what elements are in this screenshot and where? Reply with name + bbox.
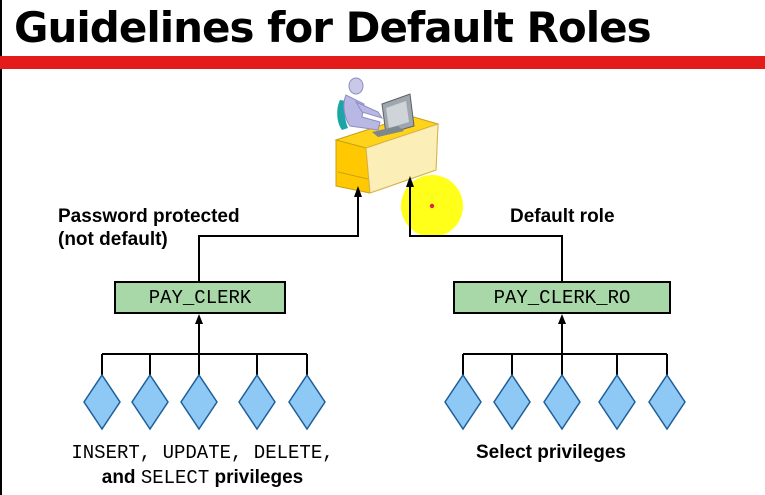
right-role-label: Default role — [510, 206, 615, 227]
privilege-diamond-icon — [83, 373, 121, 431]
left-privileges-suffix: privileges — [214, 467, 304, 488]
left-privilege-tree — [101, 320, 308, 375]
left-privileges-line1: INSERT, UPDATE, DELETE, — [71, 442, 334, 464]
left-privileges-line2: and SELECT privileges — [60, 466, 345, 490]
left-privileges-select-code: SELECT — [140, 467, 210, 489]
left-role-label-line2: (not default) — [58, 229, 168, 250]
role-box-pay-clerk: PAY_CLERK — [114, 281, 286, 314]
privilege-diamond-icon — [543, 373, 581, 431]
arrow-head-left — [354, 186, 362, 197]
slide-left-border — [0, 0, 2, 495]
left-tree-arrow-head — [195, 314, 203, 324]
user-at-desk-icon — [334, 77, 440, 194]
privilege-diamond-icon — [180, 373, 218, 431]
slide-title: Guidelines for Default Roles — [14, 3, 652, 52]
privilege-diamond-icon — [493, 373, 531, 431]
privilege-diamond-icon — [648, 373, 686, 431]
cursor-highlight-icon — [401, 175, 463, 237]
privilege-diamond-icon — [131, 373, 169, 431]
right-privilege-tree — [462, 320, 668, 375]
right-tree-arrow-head — [558, 314, 566, 324]
role-to-user-connectors — [198, 183, 563, 282]
right-privileges-caption: Select privileges — [476, 442, 626, 463]
arrow-head-right — [406, 176, 414, 187]
title-underline — [0, 56, 765, 69]
left-role-label-line1: Password protected — [58, 206, 240, 227]
privilege-diamond-icon — [444, 373, 482, 431]
privilege-diamond-icon — [288, 373, 326, 431]
privilege-diamond-icon — [598, 373, 636, 431]
role-box-pay-clerk-ro: PAY_CLERK_RO — [453, 281, 671, 314]
left-privileges-and: and — [101, 467, 136, 488]
privilege-diamond-icon — [238, 373, 276, 431]
